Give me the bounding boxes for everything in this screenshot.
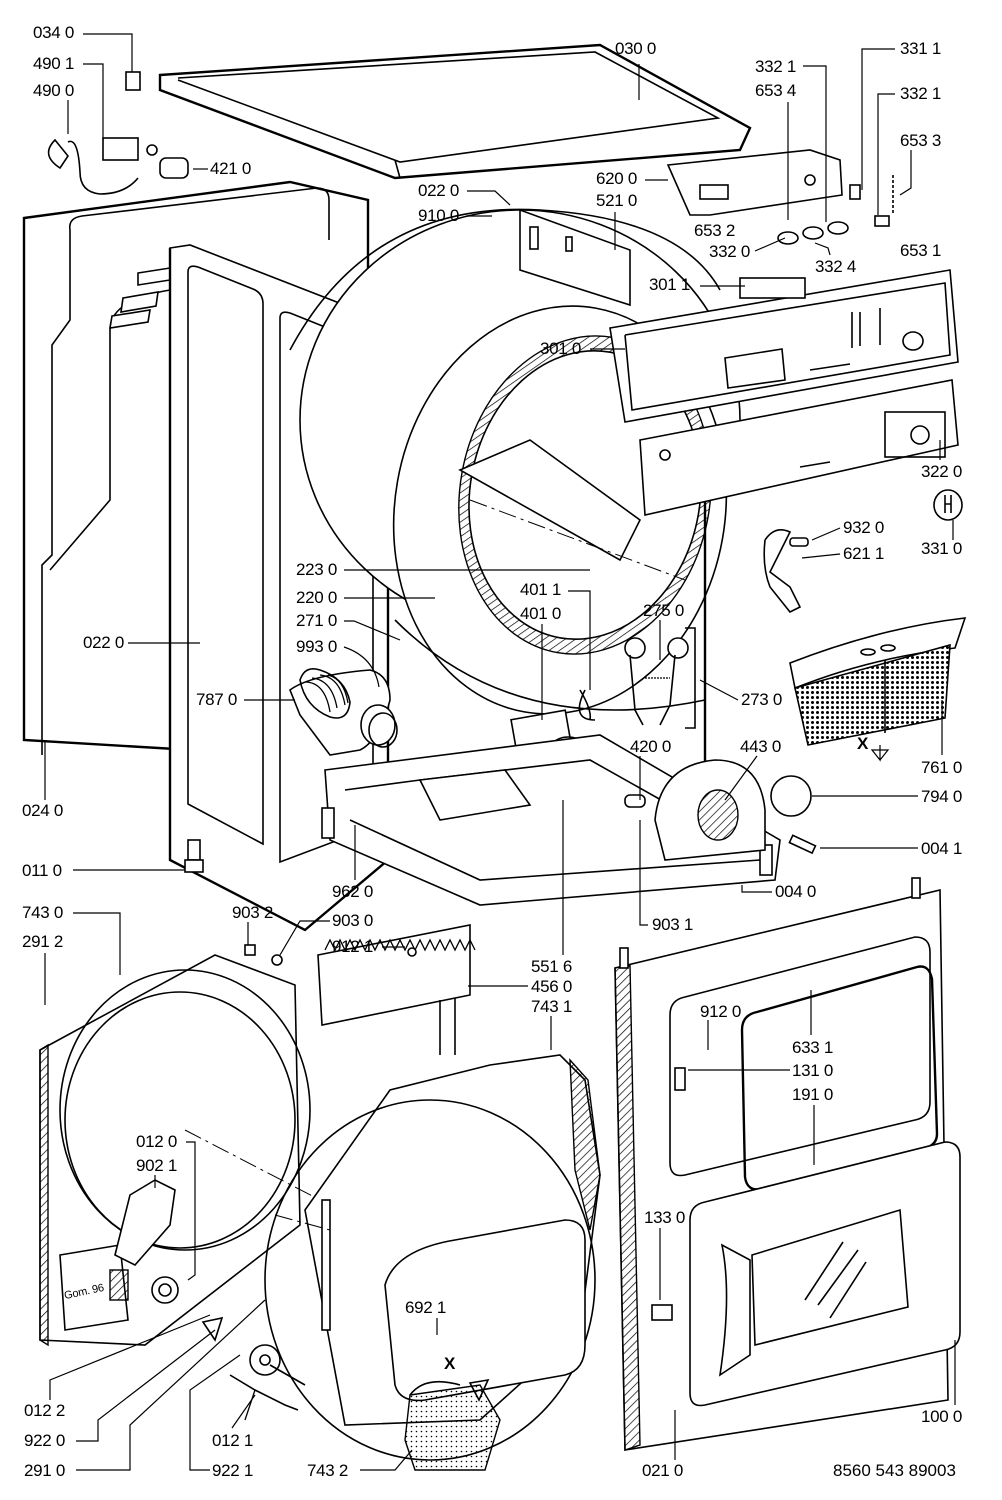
part-label: 291 2 bbox=[22, 932, 64, 951]
drawing-number: 8560 543 89003 bbox=[833, 1461, 956, 1480]
part-label: 275 0 bbox=[643, 601, 685, 620]
part-label: 401 0 bbox=[520, 604, 562, 623]
part-label: 787 0 bbox=[196, 690, 238, 709]
part-label: 922 0 bbox=[24, 1431, 66, 1450]
part-label: 191 0 bbox=[792, 1085, 834, 1104]
part-label: 743 1 bbox=[531, 997, 573, 1016]
part-label: 551 6 bbox=[531, 957, 573, 976]
part-label: 012 0 bbox=[136, 1132, 178, 1151]
adjustable-foot bbox=[184, 839, 204, 873]
part-label: 273 0 bbox=[741, 690, 783, 709]
marker-x: X bbox=[444, 1354, 456, 1373]
part-label: 912 0 bbox=[700, 1002, 742, 1021]
part-label: 743 0 bbox=[22, 903, 64, 922]
part-label: 022 0 bbox=[418, 181, 460, 200]
part-label: 922 1 bbox=[212, 1461, 254, 1480]
part-label: 420 0 bbox=[630, 737, 672, 756]
door bbox=[689, 1141, 961, 1407]
part-label: 621 1 bbox=[843, 544, 885, 563]
part-label: 490 0 bbox=[33, 81, 75, 100]
belt-tensioner bbox=[624, 627, 696, 729]
part-label: 633 1 bbox=[792, 1038, 834, 1057]
part-label: 332 0 bbox=[709, 242, 751, 261]
knob bbox=[933, 489, 963, 521]
part-label: 332 4 bbox=[815, 257, 857, 276]
part-label: 794 0 bbox=[921, 787, 963, 806]
felt-seal bbox=[404, 1384, 501, 1471]
part-label: 653 2 bbox=[694, 221, 736, 240]
part-label: 012 2 bbox=[24, 1401, 66, 1420]
part-label: 131 0 bbox=[792, 1061, 834, 1080]
part-label: 011 0 bbox=[22, 861, 62, 880]
rear-bearing-plate bbox=[39, 954, 321, 1347]
part-label: 993 0 bbox=[296, 637, 338, 656]
part-label: 653 3 bbox=[900, 131, 942, 150]
heating-element bbox=[244, 924, 476, 1055]
control-board bbox=[519, 149, 843, 307]
part-label: 912 1 bbox=[332, 937, 374, 956]
part-label: 910 0 bbox=[418, 206, 460, 225]
drive-belt bbox=[394, 619, 706, 711]
control-panel bbox=[609, 269, 959, 423]
part-label: 331 1 bbox=[900, 39, 942, 58]
part-label: 271 0 bbox=[296, 611, 338, 630]
heater-coil bbox=[289, 667, 398, 756]
part-label: 743 2 bbox=[307, 1461, 349, 1480]
part-label: 443 0 bbox=[740, 737, 782, 756]
part-label: 761 0 bbox=[921, 758, 963, 777]
part-label: 332 1 bbox=[755, 57, 797, 76]
marker-x: X bbox=[857, 734, 869, 753]
part-label: 322 0 bbox=[921, 462, 963, 481]
part-label: 490 1 bbox=[33, 54, 75, 73]
part-label: 291 0 bbox=[24, 1461, 66, 1480]
part-label: 903 2 bbox=[232, 903, 274, 922]
front-bearing-shield bbox=[264, 1054, 601, 1461]
front-fascia bbox=[639, 379, 959, 516]
part-label: 332 1 bbox=[900, 84, 942, 103]
part-label: 004 0 bbox=[775, 882, 817, 901]
plug-and-filter bbox=[47, 71, 189, 195]
door-seal bbox=[740, 965, 939, 1191]
part-label: 030 0 bbox=[615, 39, 657, 58]
fluff-filter bbox=[789, 617, 967, 746]
part-label: 902 1 bbox=[136, 1156, 178, 1175]
part-label: 301 0 bbox=[540, 339, 582, 358]
part-label: 133 0 bbox=[644, 1208, 686, 1227]
part-label: 034 0 bbox=[33, 23, 75, 42]
part-label: 421 0 bbox=[210, 159, 252, 178]
part-label: 653 4 bbox=[755, 81, 797, 100]
part-label: 521 0 bbox=[596, 191, 638, 210]
part-label: 021 0 bbox=[642, 1461, 684, 1480]
part-label: 903 1 bbox=[652, 915, 694, 934]
part-label: 962 0 bbox=[332, 882, 374, 901]
part-label: 653 1 bbox=[900, 241, 942, 260]
part-label: 692 1 bbox=[405, 1298, 447, 1317]
part-label: 223 0 bbox=[296, 560, 338, 579]
part-label: 022 0 bbox=[83, 633, 125, 652]
part-label: 456 0 bbox=[531, 977, 573, 996]
part-label: 401 1 bbox=[520, 580, 562, 599]
part-label: 331 0 bbox=[921, 539, 963, 558]
part-label: 012 1 bbox=[212, 1431, 254, 1450]
part-label: 903 0 bbox=[332, 911, 374, 930]
door-switch bbox=[763, 529, 809, 614]
top-cover bbox=[158, 43, 752, 180]
part-label: 024 0 bbox=[22, 801, 64, 820]
part-label: 932 0 bbox=[843, 518, 885, 537]
part-label: 100 0 bbox=[921, 1407, 963, 1426]
part-label: 301 1 bbox=[649, 275, 691, 294]
part-label: 620 0 bbox=[596, 169, 638, 188]
part-label: 220 0 bbox=[296, 588, 338, 607]
part-label: 004 1 bbox=[921, 839, 963, 858]
